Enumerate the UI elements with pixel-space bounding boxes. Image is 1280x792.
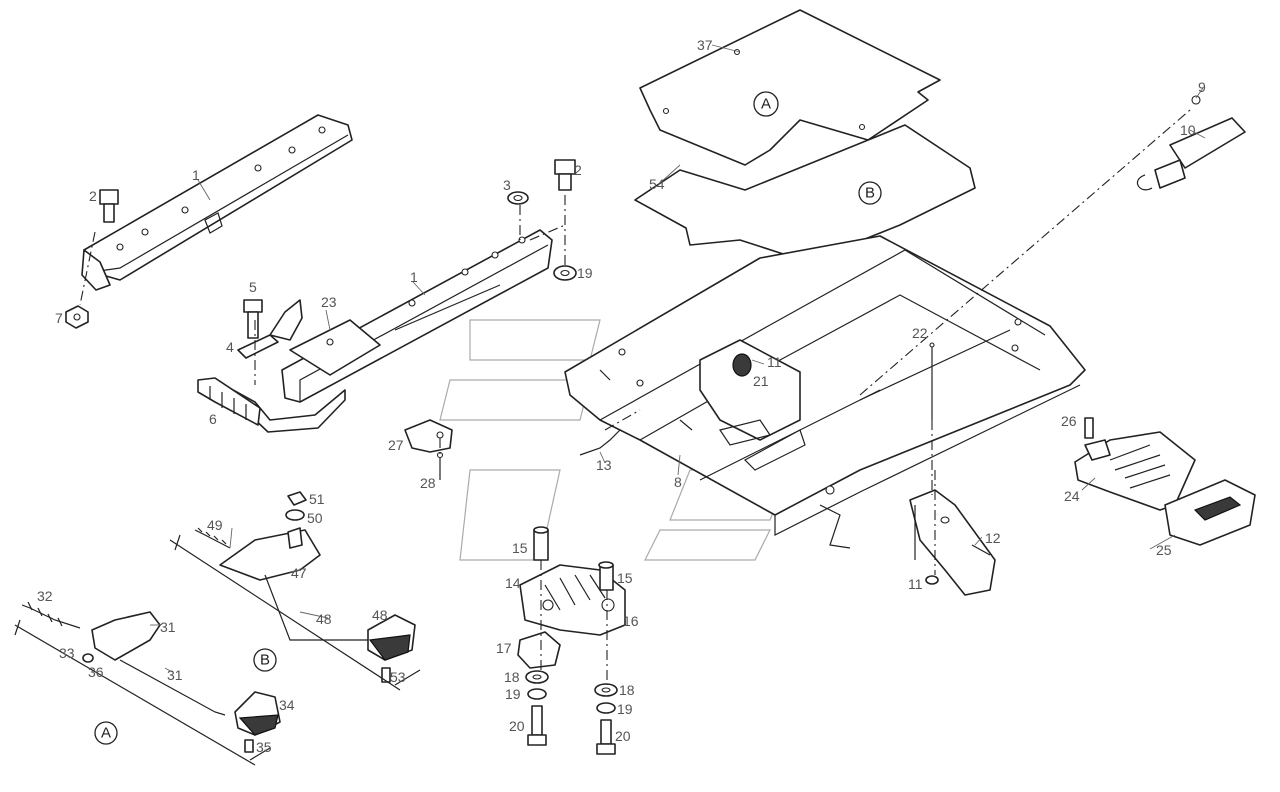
callout-13: 13: [596, 457, 612, 473]
callout-22: 22: [912, 325, 928, 341]
callout-31-bottom: 31: [167, 667, 183, 683]
callout-37: 37: [697, 37, 713, 53]
washer-19-top: [553, 265, 577, 281]
detail-b-assembly: [169, 491, 421, 691]
callout-27: 27: [388, 437, 404, 453]
ref-circle-b-top: [858, 181, 882, 205]
bolt-2-right: [554, 159, 576, 191]
callout-31-top: 31: [160, 619, 176, 635]
callout-9: 9: [1198, 79, 1206, 95]
clip-17: [517, 631, 561, 669]
callout-19-top: 19: [577, 265, 593, 281]
callout-51: 51: [309, 491, 325, 507]
bolt-20-left: [527, 705, 547, 746]
callout-21: 21: [753, 373, 769, 389]
bolt-plate: [237, 334, 279, 359]
seat-base-frame: [564, 235, 1086, 549]
bolt-20-right: [596, 719, 616, 755]
slide-rail-left: [81, 114, 353, 291]
callout-36: 36: [88, 664, 104, 680]
callout-47: 47: [291, 565, 307, 581]
washer-3: [507, 191, 529, 205]
latch-plate: [269, 299, 303, 341]
washer-18-right: [594, 683, 618, 697]
callout-23: 23: [321, 294, 337, 310]
washer-11-bottom: [925, 575, 939, 585]
callout-35: 35: [256, 739, 272, 755]
adjustment-handle: [197, 377, 346, 433]
callout-49: 49: [207, 517, 223, 533]
callout-28: 28: [420, 475, 436, 491]
callout-19-left: 19: [505, 686, 521, 702]
callout-5: 5: [249, 279, 257, 295]
callout-7: 7: [55, 310, 63, 326]
control-lever-assembly: [1074, 431, 1196, 511]
washer-19-right: [596, 702, 616, 714]
spacer-15-right: [598, 561, 614, 591]
gas-spring: [1136, 95, 1246, 191]
bracket-27: [404, 419, 453, 453]
spacer-15-left: [533, 526, 549, 561]
callout-50: 50: [307, 510, 323, 526]
bumper-21: [732, 353, 752, 377]
callout-20-right: 20: [615, 728, 631, 744]
screw-26: [1084, 417, 1094, 439]
rod-22: [929, 342, 935, 420]
callout-53: 53: [390, 669, 406, 685]
callout-16: 16: [623, 613, 639, 629]
lever-knob: [1164, 479, 1256, 546]
callout-6: 6: [209, 411, 217, 427]
ref-circle-a-top: [753, 91, 779, 117]
callout-3: 3: [503, 177, 511, 193]
callout-14: 14: [505, 575, 521, 591]
callout-25: 25: [1156, 542, 1172, 558]
spring-13: [579, 429, 621, 456]
callout-18-right: 18: [619, 682, 635, 698]
callout-11-bottom: 11: [908, 576, 923, 592]
callout-8: 8: [674, 474, 682, 490]
ref-b-bottom: B: [260, 652, 270, 669]
callout-15-right: 15: [617, 570, 633, 586]
bolt-5: [243, 299, 263, 339]
callout-54: 54: [649, 176, 665, 192]
callout-11-top: 11: [767, 354, 782, 370]
callout-10: 10: [1180, 122, 1196, 138]
callout-32: 32: [37, 588, 53, 604]
callout-1-right: 1: [410, 269, 418, 285]
callout-20-left: 20: [509, 718, 525, 734]
callout-15-left: 15: [512, 540, 528, 556]
pin-28: [436, 451, 444, 480]
washer-19-left: [527, 688, 547, 700]
detail-a-assembly: [14, 601, 281, 766]
ref-b-top: B: [865, 185, 875, 202]
callout-48-left: 48: [316, 611, 332, 627]
callout-24: 24: [1064, 488, 1080, 504]
callout-48-right: 48: [372, 607, 388, 623]
ref-a-top: A: [761, 96, 771, 113]
slide-rail-right: [281, 229, 553, 403]
callout-17: 17: [496, 640, 512, 656]
callout-19-right: 19: [617, 701, 633, 717]
callout-1-left: 1: [192, 167, 200, 183]
callout-4: 4: [226, 339, 234, 355]
leader-lines: [150, 44, 1206, 673]
callout-2-right: 2: [574, 162, 582, 178]
seat-cushion-panel: [639, 9, 941, 166]
nut-7: [65, 305, 89, 329]
callout-26: 26: [1061, 413, 1077, 429]
ref-a-bottom: A: [101, 725, 111, 742]
bolt-2-left: [99, 189, 119, 223]
assembly-axes: [79, 109, 1191, 685]
callout-33: 33: [59, 645, 75, 661]
part-callouts: 1 1 2 2 3 4 5 6 7 8 9 10 11 11 12 13 14 …: [37, 37, 1206, 755]
callout-2-left: 2: [89, 188, 97, 204]
callout-34: 34: [279, 697, 295, 713]
washer-18-left: [525, 670, 549, 684]
callout-18-left: 18: [504, 669, 520, 685]
callout-12: 12: [985, 530, 1001, 546]
side-cover: [909, 489, 996, 596]
height-adjuster-mechanism: [519, 564, 626, 636]
seat-lower-panel: [634, 124, 976, 263]
